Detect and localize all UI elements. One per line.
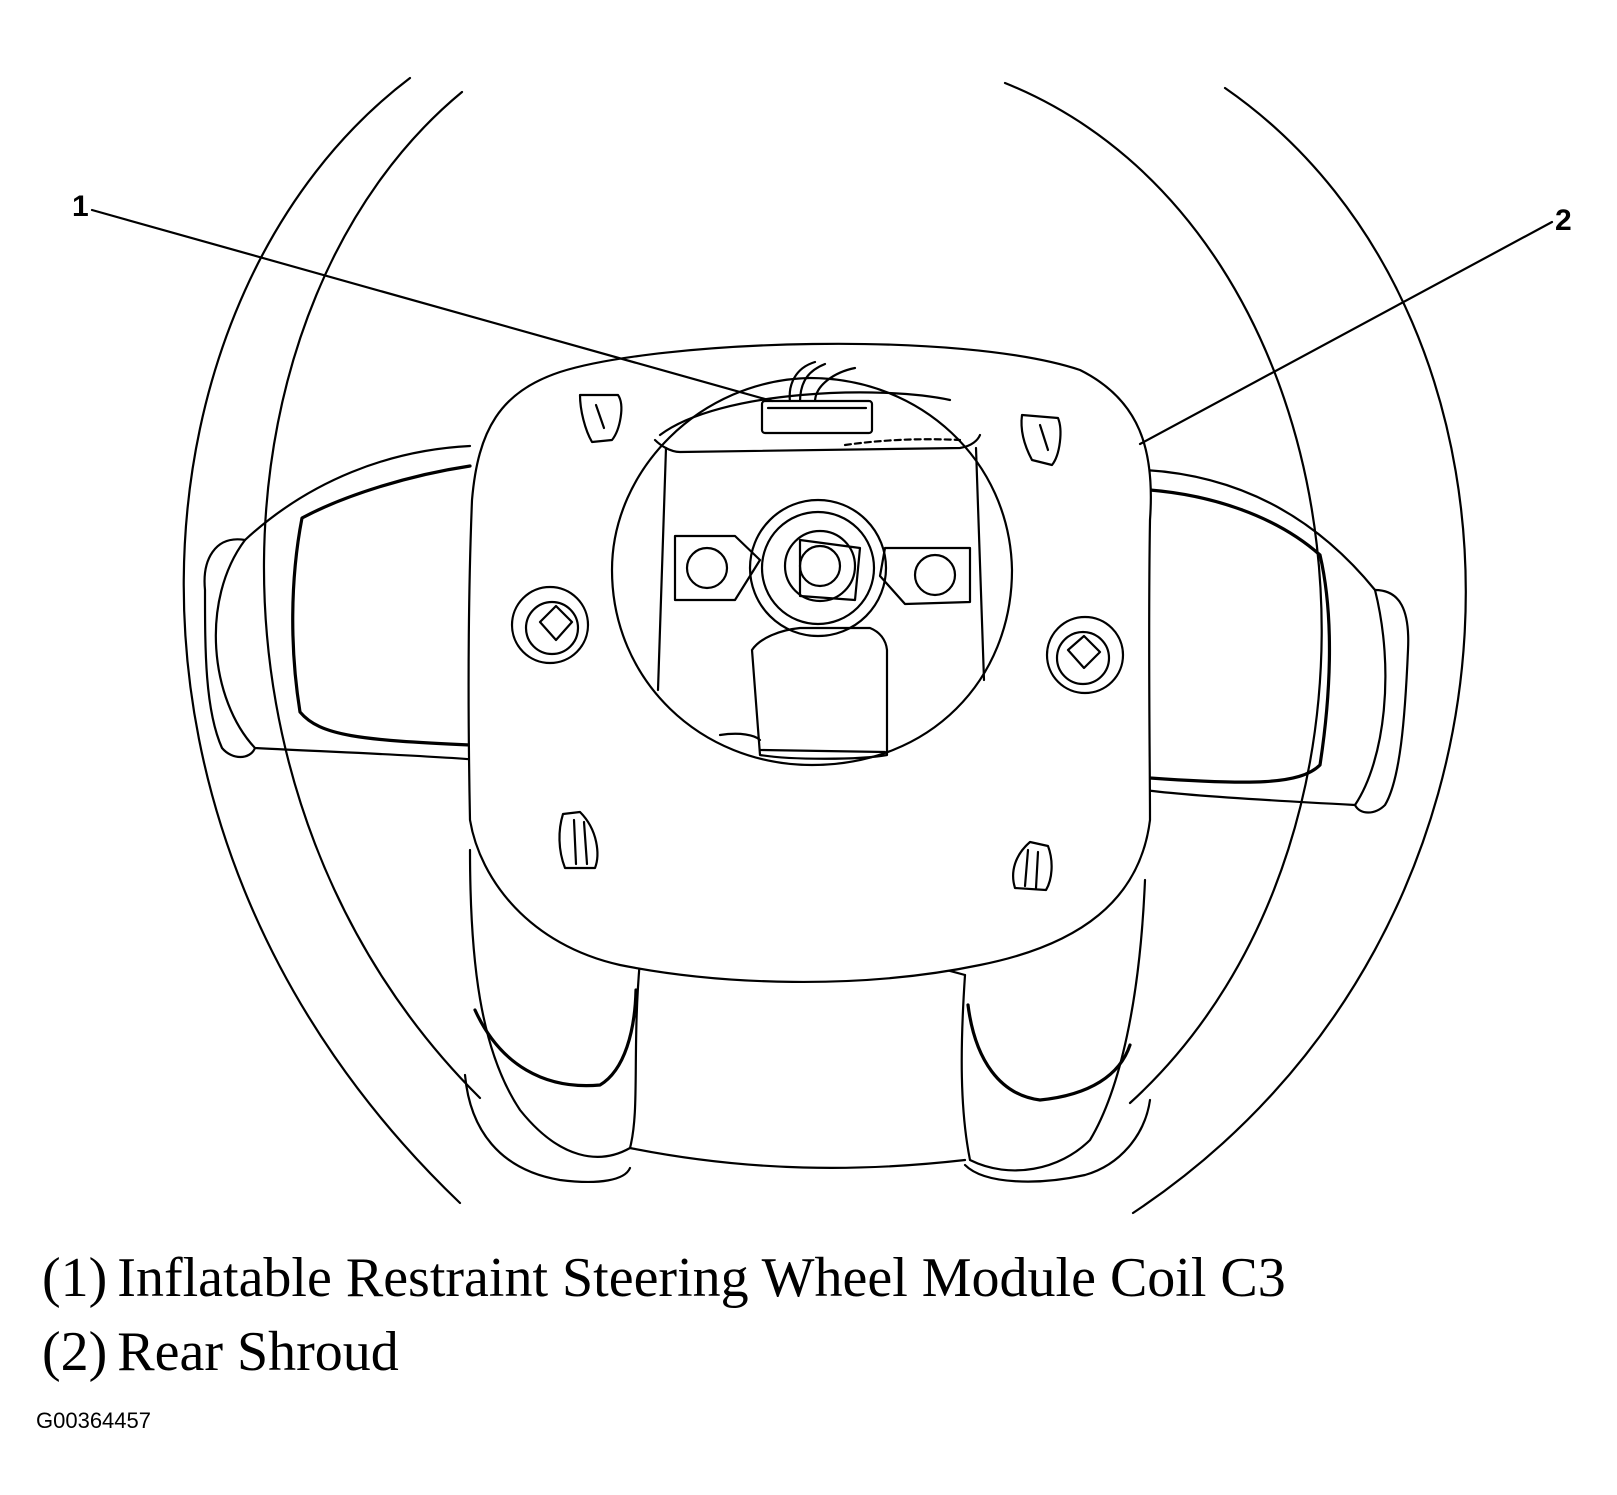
rim-inner-right-arc <box>1003 81 1323 1105</box>
callout-1: 1 <box>72 190 89 223</box>
lower-left-clip <box>558 810 599 870</box>
shaft-outer-ring <box>748 498 888 638</box>
left-spoke-outline <box>214 444 482 762</box>
right-spoke <box>1143 468 1410 814</box>
lower-left-tab <box>463 1073 632 1183</box>
right-spoke-inner-panel <box>1148 488 1332 784</box>
lower-left-inner-panel <box>473 988 638 1088</box>
lower-center-bottom <box>628 1146 967 1169</box>
coil-c3-connector <box>760 399 874 435</box>
right-hub-lug <box>878 546 972 606</box>
lower-right-outline <box>960 878 1147 1172</box>
lower-right-clip <box>1012 840 1053 892</box>
legend-item-1: (1)Inflatable Restraint Steering Wheel M… <box>42 1250 1286 1306</box>
upper-right-clip <box>1020 413 1062 467</box>
rim-outer-left-arc <box>182 76 462 1205</box>
legend-number-2: (2) <box>42 1321 108 1383</box>
lower-right-tab <box>963 1098 1152 1183</box>
leader-line-1 <box>90 208 774 403</box>
left-spoke <box>203 444 482 762</box>
figure-id: G00364457 <box>36 1408 151 1433</box>
right-spoke-tab <box>1353 588 1410 814</box>
column-cover <box>653 433 982 454</box>
left-spoke-tab <box>203 538 257 759</box>
coil-wires <box>788 360 857 404</box>
lower-right-inner-panel <box>966 1003 1132 1102</box>
shaft-middle-ring <box>760 510 876 626</box>
rim-inner-left-arc <box>262 90 482 1100</box>
rim-outer-right-arc <box>1131 86 1467 1215</box>
left-hub-lug <box>673 534 762 602</box>
legend-text-1: Inflatable Restraint Steering Wheel Modu… <box>117 1247 1286 1309</box>
leader-line-2 <box>1138 220 1554 446</box>
center-opening-outline <box>610 376 1014 767</box>
legend-number-1: (1) <box>42 1247 108 1309</box>
center-opening <box>610 360 1014 767</box>
upper-left-clip <box>578 393 623 444</box>
shaft-nut <box>783 529 857 603</box>
lower-hub-outline <box>468 848 642 1158</box>
left-spoke-inner-panel <box>291 464 472 747</box>
steering-wheel-rim <box>182 76 1467 1215</box>
right-spoke-outline <box>1143 468 1387 807</box>
right-fastener <box>1045 615 1125 695</box>
column-housing <box>750 626 889 760</box>
left-fastener <box>510 585 590 665</box>
legend-item-2: (2)Rear Shroud <box>42 1324 399 1380</box>
legend-text-2: Rear Shroud <box>117 1321 399 1383</box>
callout-2: 2 <box>1555 204 1572 237</box>
